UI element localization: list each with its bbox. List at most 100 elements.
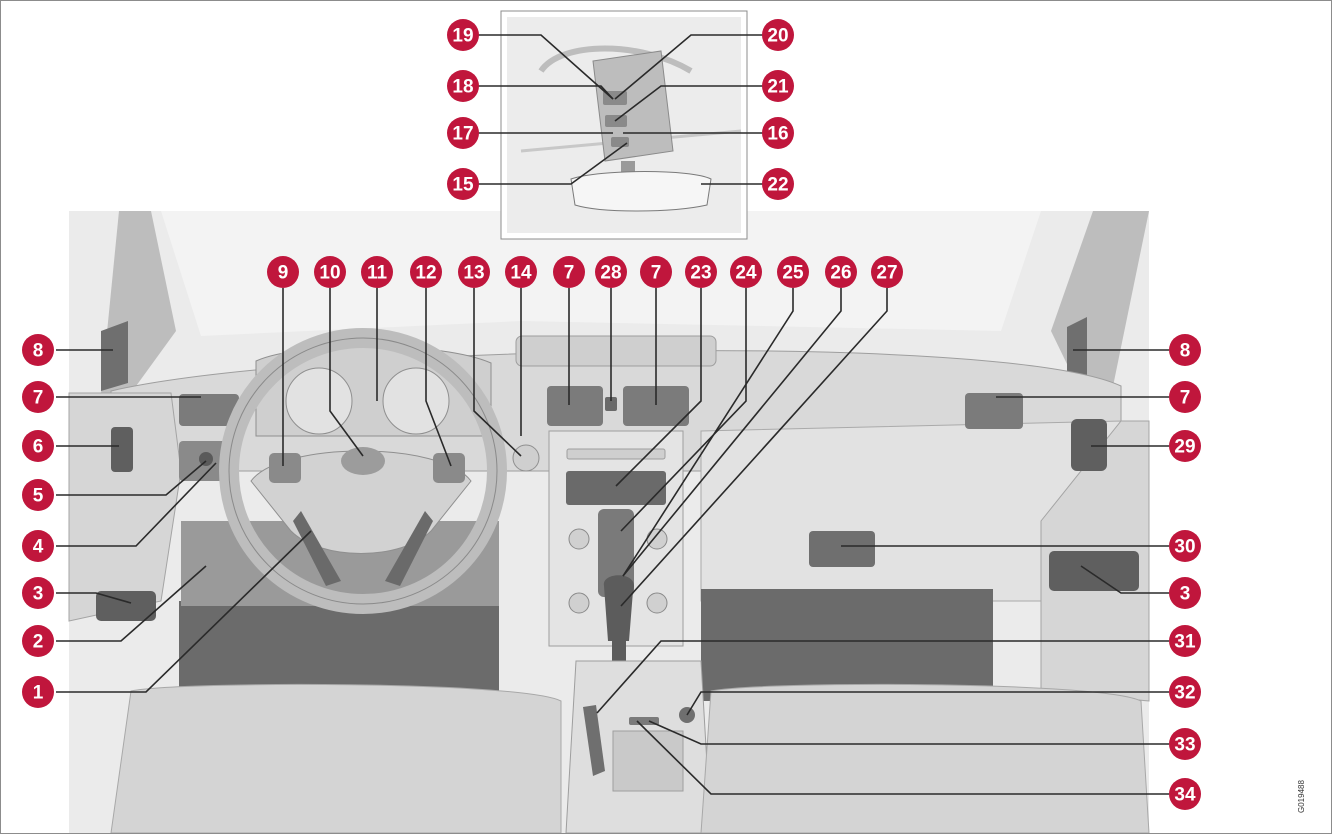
callout-c12: 12 — [410, 256, 442, 288]
left-side-vent — [101, 321, 128, 391]
callout-number: 6 — [33, 437, 44, 458]
image-code: G019488 — [1297, 780, 1306, 813]
callout-number: 7 — [564, 263, 575, 284]
callout-c6: 6 — [22, 430, 54, 462]
callout-number: 23 — [690, 263, 711, 284]
callout-c27: 27 — [871, 256, 903, 288]
callout-number: 10 — [319, 263, 340, 284]
callout-number: 26 — [830, 263, 851, 284]
callout-number: 13 — [463, 263, 484, 284]
callout-c22: 22 — [762, 168, 794, 200]
callout-number: 25 — [782, 263, 804, 284]
callout-number: 3 — [33, 584, 44, 605]
callout-c7r: 7 — [1169, 381, 1201, 413]
callout-c23: 23 — [685, 256, 717, 288]
callout-c25: 25 — [777, 256, 809, 288]
callout-number: 19 — [452, 26, 473, 47]
callout-number: 32 — [1174, 683, 1195, 704]
callout-number: 2 — [33, 632, 44, 653]
callout-c30: 30 — [1169, 530, 1201, 562]
interior-illustration — [69, 11, 1149, 833]
callout-number: 18 — [452, 77, 473, 98]
knob-left-upper — [569, 529, 589, 549]
callout-number: 8 — [1180, 341, 1191, 362]
callout-number: 7 — [33, 388, 44, 409]
callout-c18: 18 — [447, 70, 479, 102]
callout-number: 4 — [33, 537, 44, 558]
callout-c16: 16 — [762, 117, 794, 149]
knob-right-upper — [647, 529, 667, 549]
callout-c32: 32 — [1169, 676, 1201, 708]
overhead-button-lower — [611, 137, 629, 147]
callout-c29: 29 — [1169, 430, 1201, 462]
callout-c13: 13 — [458, 256, 490, 288]
callout-c28: 28 — [595, 256, 627, 288]
light-knob — [199, 452, 213, 466]
overhead-console-body — [593, 51, 673, 161]
callout-number: 17 — [452, 124, 473, 145]
right-window-switches — [1049, 551, 1139, 591]
callout-number: 1 — [33, 683, 44, 704]
callout-c7l: 7 — [22, 381, 54, 413]
callout-number: 31 — [1174, 632, 1196, 653]
callout-c3l: 3 — [22, 577, 54, 609]
callout-c8r: 8 — [1169, 334, 1201, 366]
callout-number: 28 — [600, 263, 621, 284]
callout-c26: 26 — [825, 256, 857, 288]
callout-c7b: 7 — [640, 256, 672, 288]
steering-emblem — [341, 447, 385, 475]
callout-c8l: 8 — [22, 334, 54, 366]
gear-shifter — [604, 575, 634, 641]
callout-c4: 4 — [22, 530, 54, 562]
callout-number: 11 — [367, 263, 388, 284]
callout-c33: 33 — [1169, 728, 1201, 760]
callout-c19: 19 — [447, 19, 479, 51]
passenger-seat — [701, 684, 1149, 833]
callout-number: 30 — [1174, 537, 1195, 558]
right-dash-vent — [965, 393, 1023, 429]
ignition-switch — [513, 445, 539, 471]
callout-c34: 34 — [1169, 778, 1201, 810]
callout-number: 5 — [33, 486, 44, 507]
callout-c24: 24 — [730, 256, 762, 288]
center-vent-left — [547, 386, 603, 426]
callout-number: 9 — [278, 263, 289, 284]
left-wheel-keypad — [269, 453, 301, 483]
knob-right-lower — [647, 593, 667, 613]
speedometer — [286, 368, 352, 434]
callout-number: 33 — [1174, 735, 1195, 756]
console-tray — [613, 731, 683, 791]
tachometer — [383, 368, 449, 434]
driver-seat — [111, 684, 561, 833]
callout-number: 22 — [767, 175, 788, 196]
left-door-handle — [111, 427, 133, 472]
rearview-mirror — [571, 172, 711, 212]
callout-number: 27 — [876, 263, 897, 284]
callout-c21: 21 — [762, 70, 794, 102]
callout-c11: 11 — [361, 256, 393, 288]
cd-slot — [567, 449, 665, 459]
callout-c15: 15 — [447, 168, 479, 200]
callout-number: 29 — [1174, 437, 1195, 458]
callout-c7a: 7 — [553, 256, 585, 288]
knob-left-lower — [569, 593, 589, 613]
callout-number: 12 — [415, 263, 436, 284]
callout-c31: 31 — [1169, 625, 1201, 657]
callout-number: 20 — [767, 26, 788, 47]
callout-number: 7 — [651, 263, 662, 284]
callout-c14: 14 — [505, 256, 537, 288]
callout-c5: 5 — [22, 479, 54, 511]
callout-number: 14 — [510, 263, 532, 284]
callout-c3r: 3 — [1169, 577, 1201, 609]
callout-number: 15 — [452, 175, 474, 196]
right-door-handle — [1071, 419, 1107, 471]
callout-c10: 10 — [314, 256, 346, 288]
callout-c9: 9 — [267, 256, 299, 288]
callout-number: 24 — [735, 263, 757, 284]
callout-number: 16 — [767, 124, 788, 145]
dash-display-housing — [516, 336, 716, 366]
callout-number: 34 — [1174, 785, 1196, 806]
right-wheel-keypad — [433, 453, 465, 483]
